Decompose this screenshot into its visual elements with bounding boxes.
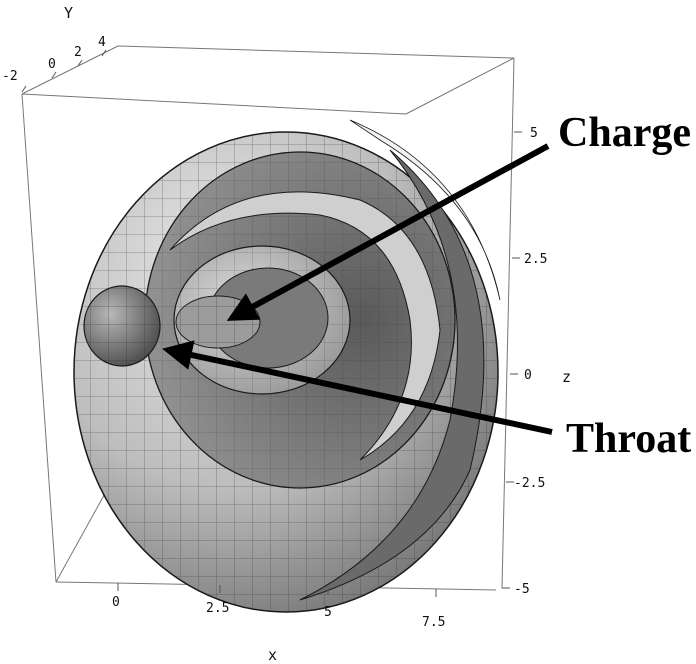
y-tick-label: 4: [98, 35, 106, 50]
z-tick-label: 0: [524, 368, 532, 383]
y-tick-label: 2: [74, 45, 82, 60]
z-axis-label: z: [562, 368, 571, 386]
charge-sphere: [175, 295, 261, 349]
x-tick-label: 5: [324, 605, 332, 620]
throat-arrow: [162, 340, 553, 435]
throat-sphere: [83, 285, 161, 367]
y-tick-label: 0: [48, 57, 56, 72]
charge-label: Charge: [558, 110, 691, 156]
y-axis-label: Y: [64, 4, 73, 22]
x-tick-label: 2.5: [206, 601, 229, 616]
x-tick-label: 0: [112, 595, 120, 610]
x-tick-label: 7.5: [422, 615, 445, 630]
z-axis: z 5 2.5 0 -2.5 -5: [502, 126, 571, 597]
y-tick-label: -2: [2, 69, 18, 84]
z-tick-label: 2.5: [524, 252, 547, 267]
x-axis-label: x: [268, 646, 277, 664]
z-tick-label: -2.5: [514, 476, 545, 491]
z-tick-label: 5: [530, 126, 538, 141]
y-axis: Y -2 0 2 4: [2, 4, 107, 93]
x-axis: 0 2.5 5 7.5 x: [112, 583, 445, 664]
z-tick-label: -5: [514, 582, 530, 597]
throat-label: Throat: [566, 416, 691, 462]
charge-arrow: [226, 143, 550, 321]
